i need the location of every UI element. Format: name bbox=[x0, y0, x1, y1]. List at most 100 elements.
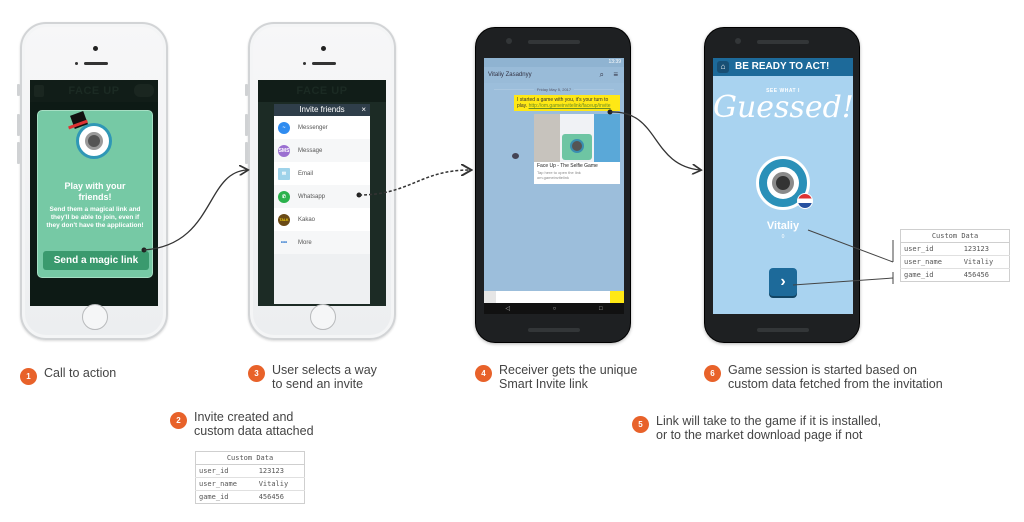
header-title: BE READY TO ACT! bbox=[735, 61, 830, 72]
card-description: Send them a magical link and they'll be … bbox=[46, 206, 144, 229]
step-text: Game session is started based on custom … bbox=[728, 363, 943, 391]
invite-option-messenger[interactable]: ~ Messenger bbox=[274, 116, 370, 139]
whatsapp-icon: ✆ bbox=[278, 190, 290, 203]
send-magic-link-button[interactable]: Send a magic link bbox=[43, 251, 149, 270]
speaker bbox=[528, 328, 580, 332]
invite-option-kakao[interactable]: TALK Kakao bbox=[274, 208, 370, 231]
plus-icon[interactable] bbox=[484, 291, 496, 303]
avatar bbox=[512, 153, 519, 159]
modal-header: Invite friends × bbox=[274, 104, 370, 116]
menu-icon[interactable]: ≡ bbox=[613, 70, 618, 79]
camera bbox=[321, 46, 326, 51]
speaker bbox=[528, 40, 580, 44]
kakao-icon: TALK bbox=[278, 213, 290, 226]
home-button[interactable] bbox=[310, 304, 336, 330]
home-icon[interactable]: ○ bbox=[552, 305, 557, 312]
speaker bbox=[757, 328, 809, 332]
next-button[interactable]: › bbox=[769, 268, 797, 296]
home-button[interactable] bbox=[82, 304, 108, 330]
step-6: 6 Game session is started based on custo… bbox=[704, 363, 943, 391]
home-icon[interactable]: ⌂ bbox=[717, 61, 729, 73]
step-4: 4 Receiver gets the unique Smart Invite … bbox=[475, 363, 637, 391]
app-title: FACE UP bbox=[296, 85, 348, 97]
player-avatar bbox=[756, 156, 813, 210]
screen: FACE UP Invite friends × ~ Messenger SMS… bbox=[258, 80, 386, 306]
preview-domain: om.gameinvitelink bbox=[537, 175, 570, 180]
close-icon[interactable]: × bbox=[361, 105, 366, 114]
app-header: FACE UP bbox=[258, 80, 386, 102]
speaker bbox=[312, 62, 336, 65]
volume-up-button bbox=[245, 114, 248, 136]
option-label: Email bbox=[298, 170, 314, 177]
message-input[interactable] bbox=[484, 291, 624, 303]
camera bbox=[735, 38, 741, 44]
android-nav-bar: ◁ ○ □ bbox=[484, 303, 624, 314]
phone-game-session: ⌂ BE READY TO ACT! SEE WHAT I Guessed! V… bbox=[704, 27, 860, 343]
chat-body: Friday May 5, 2017 I started a game with… bbox=[484, 83, 624, 291]
status-time: 13:39 bbox=[608, 59, 621, 65]
message-text: I started a game with you, it's your tur… bbox=[517, 97, 609, 109]
chat-date: Friday May 5, 2017 bbox=[484, 87, 624, 92]
step-text: Call to action bbox=[44, 366, 117, 380]
app-header: FACE UP bbox=[30, 80, 158, 102]
status-bar: 13:39 bbox=[484, 58, 624, 67]
step-number: 4 bbox=[475, 365, 492, 382]
back-icon[interactable]: ◁ bbox=[505, 306, 510, 312]
step-1: 1 Call to action bbox=[20, 366, 116, 385]
link-preview-card[interactable]: Face Up - The Selfie Game Tap here to op… bbox=[534, 114, 620, 184]
player-score: 0 bbox=[781, 234, 785, 240]
step-text: Link will take to the game if it is inst… bbox=[656, 414, 882, 442]
step-3: 3 User selects a way to send an invite bbox=[248, 363, 377, 391]
toggle-icon[interactable] bbox=[134, 84, 154, 97]
smart-invite-link[interactable]: http://om.gameinvitelink/faceup/invite bbox=[528, 103, 611, 109]
invite-message-bubble: I started a game with you, it's your tur… bbox=[514, 95, 620, 111]
game-screen: ⌂ BE READY TO ACT! SEE WHAT I Guessed! V… bbox=[713, 58, 853, 314]
email-icon: ✉ bbox=[278, 167, 290, 180]
step-number: 6 bbox=[704, 365, 721, 382]
card-title: Play with your friends! bbox=[64, 181, 126, 202]
volume-down-button bbox=[17, 142, 20, 164]
screen: ⌂ BE READY TO ACT! SEE WHAT I Guessed! V… bbox=[713, 58, 853, 314]
messenger-icon: ~ bbox=[278, 121, 290, 134]
player-name: Vitaliy bbox=[766, 220, 800, 232]
game-title: Guessed! bbox=[713, 90, 853, 125]
step-number: 1 bbox=[20, 368, 37, 385]
camera bbox=[506, 38, 512, 44]
option-label: Whatsapp bbox=[298, 193, 326, 200]
game-header: ⌂ BE READY TO ACT! bbox=[713, 58, 853, 76]
step-5: 5 Link will take to the game if it is in… bbox=[632, 414, 881, 442]
sensor bbox=[75, 62, 78, 65]
chat-header: Vitaliy Zasadnyy ⌕ ≡ bbox=[484, 67, 624, 83]
invite-option-email[interactable]: ✉ Email bbox=[274, 162, 370, 185]
step-number: 3 bbox=[248, 365, 265, 382]
send-button[interactable] bbox=[610, 291, 624, 303]
step-text: Invite created and custom data attached bbox=[194, 410, 314, 438]
step-text: User selects a way to send an invite bbox=[272, 363, 377, 391]
invite-option-message[interactable]: SMS Message bbox=[274, 139, 370, 162]
step-number: 2 bbox=[170, 412, 187, 429]
step-2: 2 Invite created and custom data attache… bbox=[170, 410, 314, 438]
screen: 13:39 Vitaliy Zasadnyy ⌕ ≡ Friday May 5,… bbox=[484, 58, 624, 314]
sms-icon: SMS bbox=[278, 144, 290, 157]
preview-description: Tap here to open the link bbox=[537, 170, 581, 175]
invite-option-more[interactable]: ••• More bbox=[274, 231, 370, 254]
invite-option-whatsapp[interactable]: ✆ Whatsapp bbox=[274, 185, 370, 208]
preview-title: Face Up - The Selfie Game bbox=[537, 163, 598, 169]
side-button bbox=[245, 84, 248, 96]
gift-icon[interactable] bbox=[34, 85, 44, 97]
more-icon: ••• bbox=[280, 239, 288, 246]
phone-receive-link: 13:39 Vitaliy Zasadnyy ⌕ ≡ Friday May 5,… bbox=[475, 27, 631, 343]
sensor bbox=[303, 62, 306, 65]
recents-icon[interactable]: □ bbox=[599, 305, 603, 312]
mascot-icon bbox=[76, 123, 112, 159]
netherlands-flag-icon bbox=[797, 193, 813, 209]
volume-down-button bbox=[245, 142, 248, 164]
search-icon[interactable]: ⌕ bbox=[599, 70, 604, 79]
